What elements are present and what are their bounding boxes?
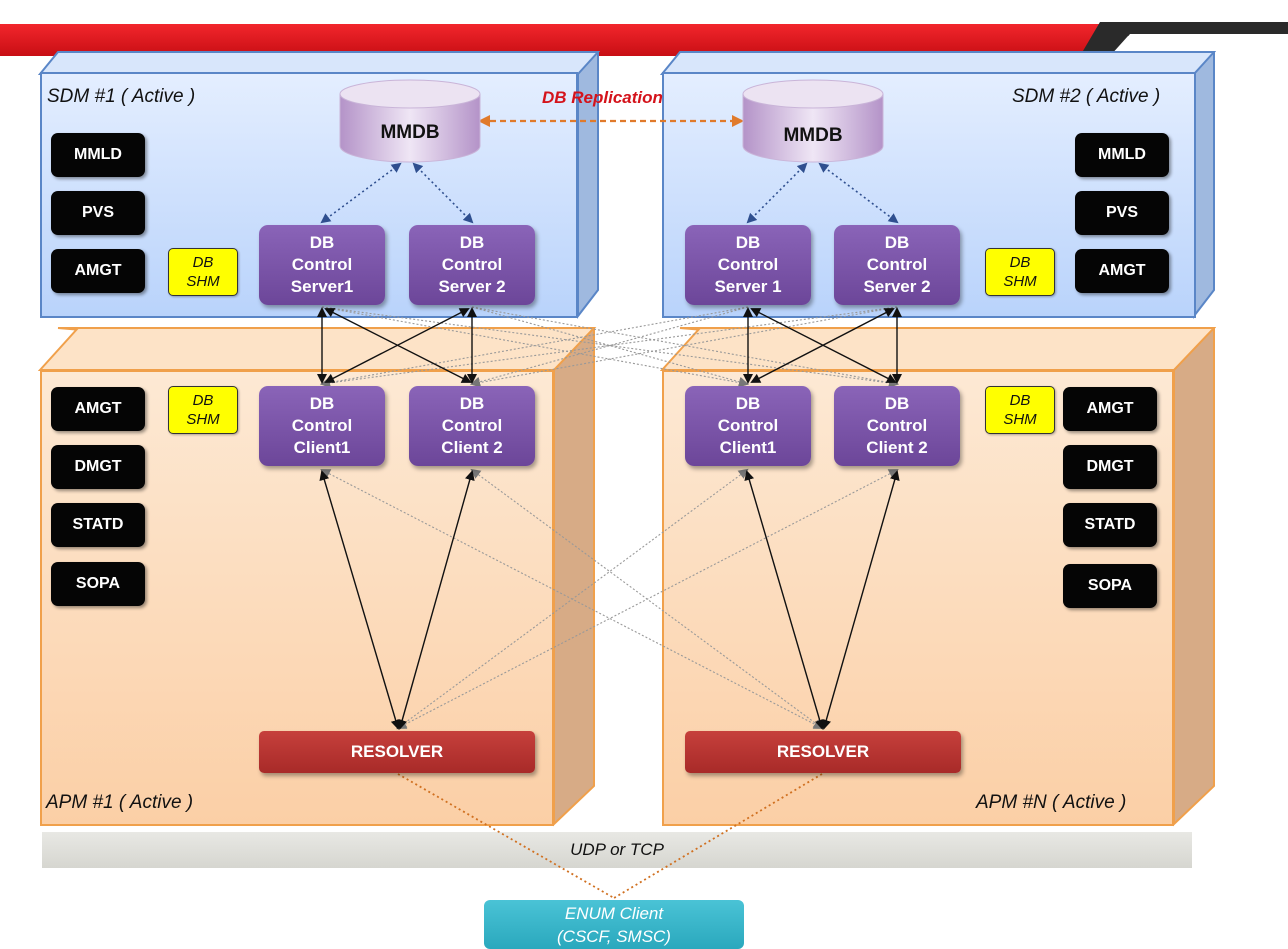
header-bar	[0, 22, 1288, 56]
apmN-process-statd: STATD	[1063, 503, 1157, 547]
sdm1-process-mmld: MMLD	[51, 133, 145, 177]
apm1-process-dmgt: DMGT	[51, 445, 145, 489]
enum-client-line1: ENUM Client	[564, 903, 664, 923]
line: Control	[291, 255, 353, 274]
transport-band: UDP or TCP	[42, 832, 1192, 868]
apm1-title: APM #1 ( Active )	[46, 792, 194, 813]
apm1-db-control-client-1: DB Control Client1	[259, 386, 385, 466]
apm1-process-amgt: AMGT	[51, 387, 145, 431]
replication-label: DB Replication	[542, 88, 663, 107]
sdm1-shm-line1: DB	[192, 254, 214, 271]
apmN-db-control-client-1: DB Control Client1	[685, 386, 811, 466]
line: Control	[291, 416, 353, 435]
sdm1-db-shm: DB SHM	[168, 248, 238, 296]
sdm2-mmdb-cylinder	[742, 79, 884, 163]
line: Control	[441, 416, 503, 435]
apmN-process-dmgt: DMGT	[1063, 445, 1157, 489]
apm1-db-shm: DB SHM	[168, 386, 238, 434]
line: DB	[459, 394, 485, 413]
line: DB	[884, 233, 910, 252]
line: Client1	[719, 438, 777, 457]
apmN-process-sopa: SOPA	[1063, 564, 1157, 608]
line: DB	[735, 394, 761, 413]
sdm1-mmdb-label: MMDB	[380, 122, 440, 143]
apm1-process-statd: STATD	[51, 503, 145, 547]
sdm1-process-amgt: AMGT	[51, 249, 145, 293]
apm1-shm-line1: DB	[192, 392, 214, 409]
sdm2-db-control-server-2: DB Control Server 2	[834, 225, 960, 305]
line: Control	[441, 255, 503, 274]
line: Control	[717, 255, 779, 274]
line: Server 2	[438, 277, 506, 296]
sdm2-shm-line2: SHM	[1003, 273, 1037, 290]
sdm1-db-control-server-1: DB Control Server1	[259, 225, 385, 305]
line: Control	[866, 255, 928, 274]
apmN-db-control-client-2: DB Control Client 2	[834, 386, 960, 466]
apm1-db-control-client-2: DB Control Client 2	[409, 386, 535, 466]
sdm2-process-pvs: PVS	[1075, 191, 1169, 235]
line: DB	[309, 233, 335, 252]
apmN-process-amgt: AMGT	[1063, 387, 1157, 431]
line: Client1	[293, 438, 351, 457]
apm1-process-sopa: SOPA	[51, 562, 145, 606]
line: Control	[866, 416, 928, 435]
apm1-resolver: RESOLVER	[259, 731, 535, 773]
line: Client 2	[866, 438, 928, 457]
sdm2-mmdb-label: MMDB	[783, 125, 843, 146]
apmN-resolver: RESOLVER	[685, 731, 961, 773]
line: Client 2	[441, 438, 503, 457]
line: Server1	[290, 277, 354, 296]
line: DB	[459, 233, 485, 252]
sdm2-process-amgt: AMGT	[1075, 249, 1169, 293]
apmN-shm-line1: DB	[1009, 392, 1031, 409]
line: DB	[735, 233, 761, 252]
sdm1-shm-line2: SHM	[186, 273, 220, 290]
apmN-db-shm: DB SHM	[985, 386, 1055, 434]
sdm2-process-mmld: MMLD	[1075, 133, 1169, 177]
enum-client-line2: (CSCF, SMSC)	[557, 926, 671, 946]
enum-client: ENUM Client (CSCF, SMSC)	[484, 900, 744, 949]
sdm2-db-control-server-1: DB Control Server 1	[685, 225, 811, 305]
sdm2-db-shm: DB SHM	[985, 248, 1055, 296]
line: DB	[309, 394, 335, 413]
sdm1-title: SDM #1 ( Active )	[47, 86, 196, 107]
line: Control	[717, 416, 779, 435]
apmN-title: APM #N ( Active )	[976, 792, 1127, 813]
apmN-shm-line2: SHM	[1003, 411, 1037, 428]
sdm1-mmdb-cylinder	[339, 79, 481, 163]
sdm2-box-depth	[660, 51, 1216, 319]
sdm2-shm-line1: DB	[1009, 254, 1031, 271]
line: DB	[884, 394, 910, 413]
line: Server 2	[863, 277, 931, 296]
sdm1-process-pvs: PVS	[51, 191, 145, 235]
apm1-shm-line2: SHM	[186, 411, 220, 428]
transport-label: UDP or TCP	[570, 840, 664, 859]
line: Server 1	[714, 277, 782, 296]
sdm2-title: SDM #2 ( Active )	[1012, 86, 1161, 107]
sdm1-db-control-server-2: DB Control Server 2	[409, 225, 535, 305]
